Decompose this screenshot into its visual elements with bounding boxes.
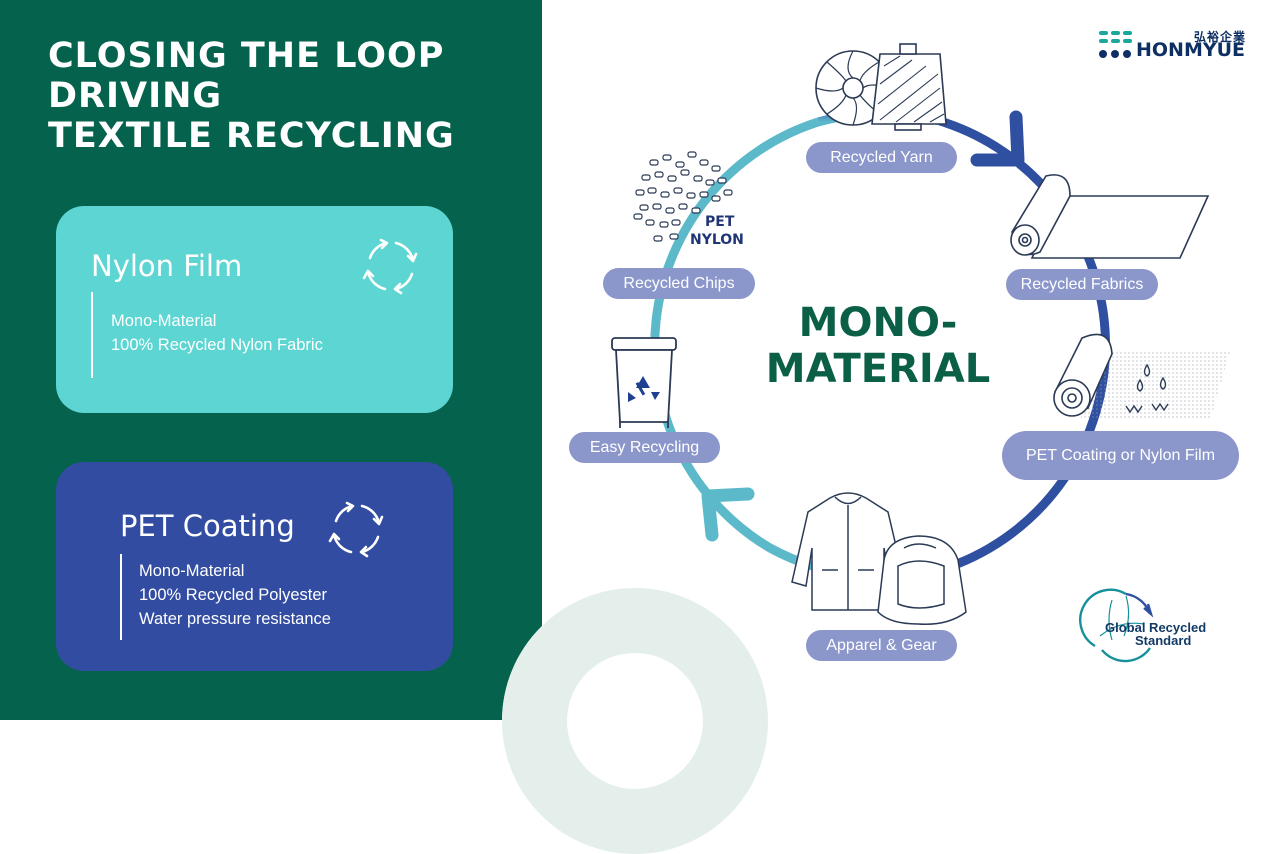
feature-item: 100% Recycled Nylon Fabric bbox=[111, 336, 323, 354]
card-divider bbox=[91, 292, 93, 378]
brand-name-chinese: 弘裕企業 bbox=[1193, 30, 1246, 44]
stage-recycled-yarn: Recycled Yarn bbox=[806, 142, 957, 173]
nylon-film-card: Nylon Film Mono-Material 100% Recycled N… bbox=[56, 206, 453, 413]
jacket-icon bbox=[791, 492, 905, 611]
grs-globe-icon bbox=[1079, 588, 1154, 663]
global-recycled-standard-badge: Global Recycled Standard bbox=[1078, 590, 1228, 656]
fabric-roll-icon bbox=[1010, 174, 1210, 259]
plastic-chips-icon bbox=[633, 151, 733, 242]
title-line-1: CLOSING THE LOOP bbox=[48, 36, 445, 76]
recycle-arrows-icon bbox=[328, 501, 384, 558]
recycling-cycle-diagram: PET NYLON bbox=[611, 43, 1230, 663]
certification-line-1: Global Recycled bbox=[1105, 620, 1207, 635]
yarn-spool-icon bbox=[815, 43, 947, 131]
page-title: CLOSING THE LOOP DRIVING TEXTILE RECYCLI… bbox=[48, 36, 455, 156]
stage-coating-or-film: PET Coating or Nylon Film bbox=[1002, 431, 1239, 480]
stage-recycled-fabrics: Recycled Fabrics bbox=[1006, 269, 1158, 300]
arrowhead-bottom-left bbox=[701, 487, 755, 542]
center-label: MONO- MATERIAL bbox=[738, 300, 1018, 392]
center-label-line-2: MATERIAL bbox=[765, 346, 991, 392]
chips-tag-line-1: PET bbox=[705, 214, 735, 230]
pet-coating-card: PET Coating Mono-Material 100% Recycled … bbox=[56, 462, 453, 671]
left-panel: CLOSING THE LOOP DRIVING TEXTILE RECYCLI… bbox=[0, 0, 542, 720]
feature-item: Mono-Material bbox=[111, 312, 217, 330]
brand-mark-icon bbox=[1099, 31, 1132, 58]
title-line-2: DRIVING bbox=[48, 76, 223, 116]
title-line-3: TEXTILE RECYCLING bbox=[48, 116, 455, 156]
backpack-icon bbox=[877, 535, 967, 625]
stage-easy-recycling: Easy Recycling bbox=[569, 432, 720, 463]
stage-recycled-chips: Recycled Chips bbox=[603, 268, 755, 299]
certification-line-2: Standard bbox=[1135, 633, 1192, 648]
center-label-line-1: MONO- bbox=[798, 300, 958, 346]
feature-item: Mono-Material bbox=[139, 562, 245, 580]
brand-logo: 弘裕企業 HONMYUE bbox=[1098, 28, 1248, 62]
card-feature-list: Mono-Material 100% Recycled Polyester Wa… bbox=[139, 559, 331, 631]
coated-fabric-roll-icon bbox=[1053, 333, 1230, 420]
recycle-arrows-icon bbox=[362, 238, 418, 295]
card-divider bbox=[120, 554, 122, 640]
card-title: PET Coating bbox=[120, 509, 295, 543]
feature-item: 100% Recycled Polyester bbox=[139, 586, 328, 604]
stage-apparel-gear: Apparel & Gear bbox=[806, 630, 957, 661]
feature-item: Water pressure resistance bbox=[139, 610, 331, 628]
arrowhead-top-right bbox=[970, 110, 1025, 167]
chips-tag-line-2: NYLON bbox=[690, 232, 744, 248]
brand-name: HONMYUE bbox=[1136, 39, 1246, 61]
recycling-bin-icon bbox=[611, 337, 677, 428]
card-feature-list: Mono-Material 100% Recycled Nylon Fabric bbox=[111, 309, 323, 357]
card-title: Nylon Film bbox=[91, 249, 243, 283]
water-drop-icon bbox=[1125, 363, 1169, 414]
